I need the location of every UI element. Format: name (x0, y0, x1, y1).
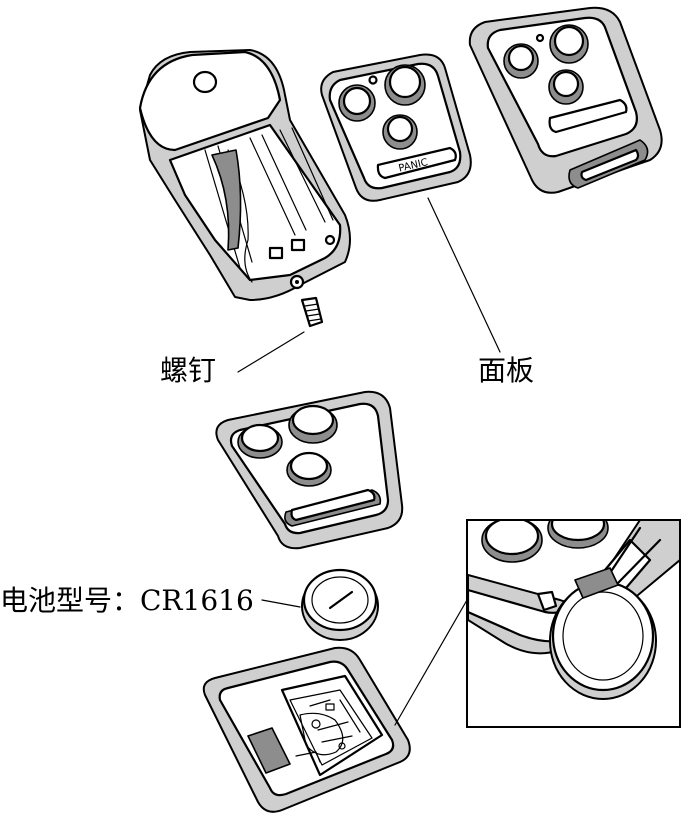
screw-leader-line (237, 331, 305, 373)
assembled-key-fob (468, 6, 663, 194)
battery-cover-circuit-board (202, 646, 411, 813)
screw-label: 螺钉 (160, 354, 216, 387)
battery-label: 电池型号：CR1616 (0, 584, 254, 617)
battery-leader-line (261, 599, 301, 608)
button-panel: PANIC (320, 53, 472, 202)
panel-leader-line (427, 197, 501, 353)
screw (300, 296, 324, 328)
detail-pointer-line (394, 599, 468, 726)
cr1616-battery (301, 568, 379, 641)
panel-label: 面板 (478, 354, 534, 387)
detail-inset (466, 519, 681, 728)
open-key-housing (138, 49, 351, 301)
rubber-keypad (215, 390, 404, 550)
